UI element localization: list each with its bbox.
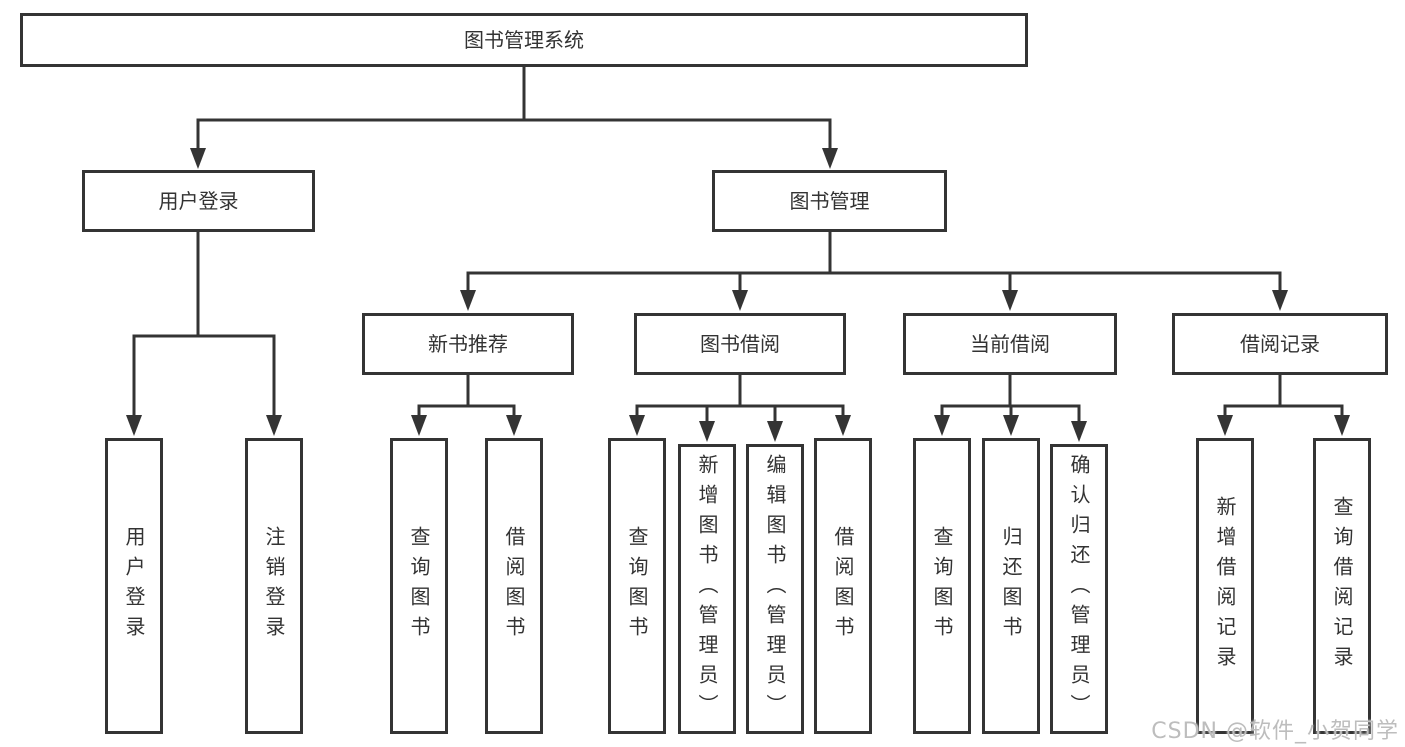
leaf-query-borrow-record: 查询借阅记录 bbox=[1313, 438, 1371, 734]
leaf-return-books: 归还图书 bbox=[982, 438, 1040, 734]
node-book-borrow: 图书借阅 bbox=[634, 313, 846, 375]
leaf-label: 确认归还（管理员） bbox=[1067, 454, 1091, 724]
leaf-label: 查询图书 bbox=[930, 526, 954, 646]
connector-current-borrow-children bbox=[934, 373, 1087, 442]
leaf-logout: 注销登录 bbox=[245, 438, 303, 734]
connector-user-login-children bbox=[126, 230, 282, 436]
node-library-management-system: 图书管理系统 bbox=[20, 13, 1028, 67]
node-label: 当前借阅 bbox=[970, 332, 1050, 356]
leaf-label: 查询借阅记录 bbox=[1330, 496, 1354, 676]
leaf-label: 借阅图书 bbox=[502, 526, 526, 646]
leaf-label: 编辑图书（管理员） bbox=[763, 454, 787, 724]
node-label: 图书管理 bbox=[789, 189, 870, 213]
leaf-label: 用户登录 bbox=[122, 526, 146, 646]
leaf-add-books-admin: 新增图书（管理员） bbox=[678, 444, 736, 734]
leaf-label: 归还图书 bbox=[999, 526, 1023, 646]
leaf-label: 查询图书 bbox=[625, 526, 649, 646]
node-label: 图书管理系统 bbox=[464, 28, 584, 52]
leaf-query-books-borrow: 查询图书 bbox=[608, 438, 666, 734]
leaf-label: 借阅图书 bbox=[831, 526, 855, 646]
leaf-query-books-recommend: 查询图书 bbox=[390, 438, 448, 734]
node-label: 借阅记录 bbox=[1240, 332, 1320, 356]
node-user-login: 用户登录 bbox=[82, 170, 315, 232]
node-borrow-records: 借阅记录 bbox=[1172, 313, 1388, 375]
connector-new-book-recommend-children bbox=[411, 373, 522, 436]
leaf-confirm-return-admin: 确认归还（管理员） bbox=[1050, 444, 1108, 734]
connector-book-management-children bbox=[460, 230, 1288, 311]
connector-book-borrow-children bbox=[629, 373, 851, 442]
leaf-edit-books-admin: 编辑图书（管理员） bbox=[746, 444, 804, 734]
node-current-borrow: 当前借阅 bbox=[903, 313, 1117, 375]
leaf-add-borrow-record: 新增借阅记录 bbox=[1196, 438, 1254, 734]
node-label: 新书推荐 bbox=[428, 332, 508, 356]
leaf-label: 新增借阅记录 bbox=[1213, 496, 1237, 676]
node-label: 图书借阅 bbox=[700, 332, 780, 356]
connector-borrow-records-children bbox=[1217, 373, 1350, 436]
leaf-user-login: 用户登录 bbox=[105, 438, 163, 734]
leaf-borrow-books-recommend: 借阅图书 bbox=[485, 438, 543, 734]
node-new-book-recommend: 新书推荐 bbox=[362, 313, 574, 375]
leaf-label: 新增图书（管理员） bbox=[695, 454, 719, 724]
node-label: 用户登录 bbox=[158, 189, 239, 213]
leaf-query-books-current: 查询图书 bbox=[913, 438, 971, 734]
leaf-label: 注销登录 bbox=[262, 526, 286, 646]
node-book-management: 图书管理 bbox=[712, 170, 947, 232]
leaf-label: 查询图书 bbox=[407, 526, 431, 646]
csdn-watermark: CSDN @软件_小贺同学 bbox=[1151, 719, 1399, 744]
connector-root-to-level2 bbox=[190, 65, 838, 169]
leaf-borrow-books: 借阅图书 bbox=[814, 438, 872, 734]
